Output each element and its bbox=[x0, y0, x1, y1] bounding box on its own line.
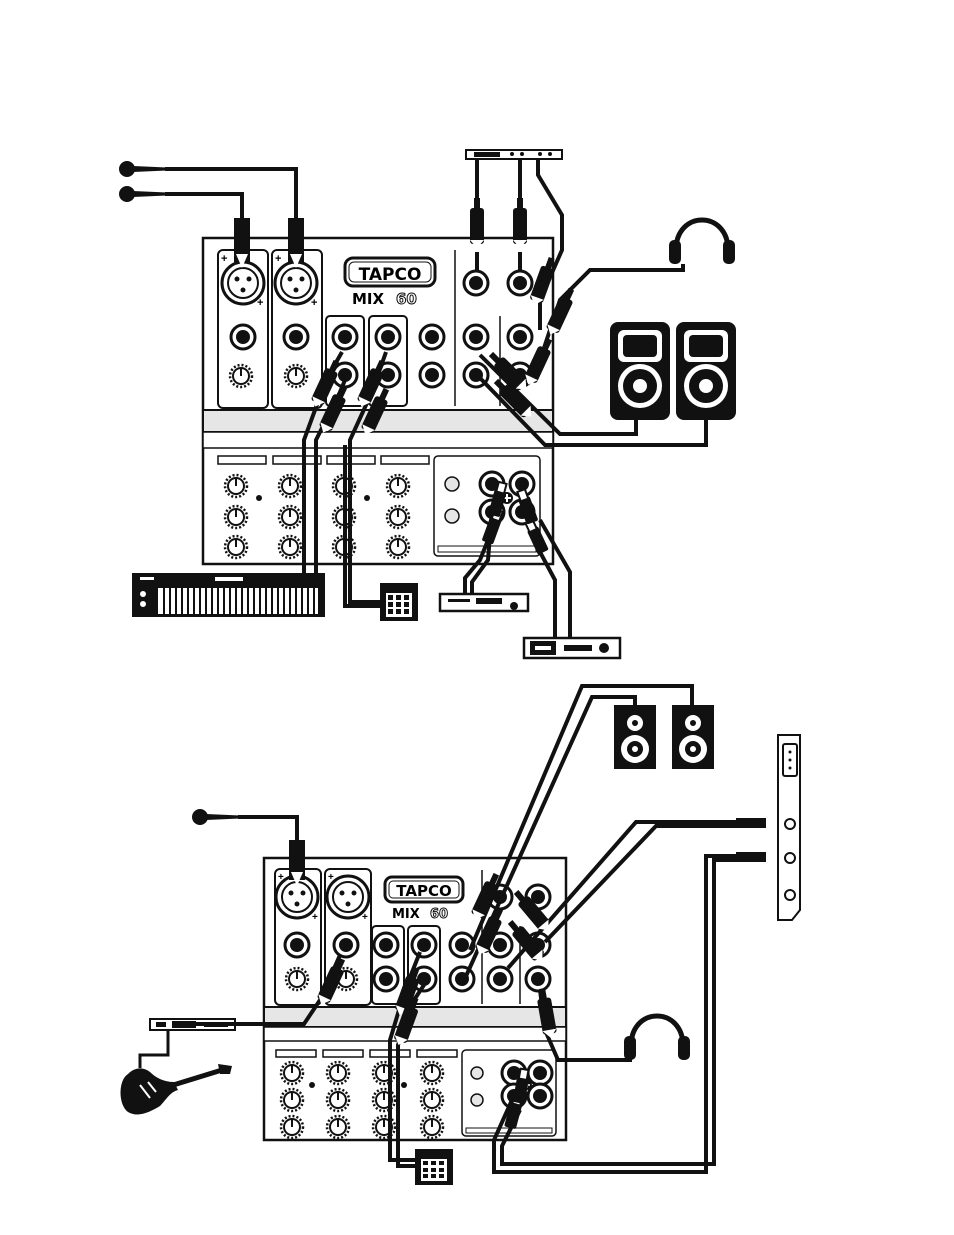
microphone-icon bbox=[119, 161, 167, 177]
svg-text:+: + bbox=[328, 872, 334, 883]
svg-text:+: + bbox=[312, 912, 318, 923]
bottom-model-prefix: MIX bbox=[392, 907, 420, 922]
drum-pad-icon bbox=[415, 1149, 453, 1185]
svg-text:+: + bbox=[221, 253, 227, 265]
electric-guitar-icon bbox=[121, 1030, 233, 1114]
cd-player-icon bbox=[440, 594, 528, 611]
bottom-model-suffix: 60 bbox=[430, 907, 448, 922]
speaker-icon bbox=[676, 322, 736, 420]
keyboard-synth-icon bbox=[132, 573, 325, 617]
tape-deck-icon bbox=[524, 638, 620, 658]
svg-text:+: + bbox=[257, 297, 263, 309]
studio-monitor-icon bbox=[672, 705, 714, 769]
speaker-icon bbox=[610, 322, 670, 420]
bottom-diagram: + + + + TAPCO MIX 60 bbox=[121, 686, 801, 1185]
headphones-icon bbox=[669, 220, 735, 264]
svg-text:+: + bbox=[362, 912, 368, 923]
microphone-icon bbox=[119, 186, 167, 202]
svg-text:+: + bbox=[278, 872, 284, 883]
top-brand-text: TAPCO bbox=[359, 265, 422, 285]
svg-text:+: + bbox=[275, 253, 281, 265]
bottom-brand-text: TAPCO bbox=[396, 882, 451, 900]
headphones-icon bbox=[624, 1016, 690, 1060]
top-model-prefix: MIX bbox=[352, 290, 385, 308]
studio-monitor-icon bbox=[614, 705, 656, 769]
top-diagram: + + + + TAPCO MIX bbox=[119, 150, 736, 658]
sound-card-icon bbox=[778, 735, 800, 920]
top-model-suffix: 60 bbox=[396, 290, 417, 308]
microphone-icon bbox=[192, 809, 240, 825]
rack-processor-icon bbox=[466, 150, 562, 159]
drum-pad-icon bbox=[380, 583, 418, 621]
svg-text:+: + bbox=[311, 297, 317, 309]
